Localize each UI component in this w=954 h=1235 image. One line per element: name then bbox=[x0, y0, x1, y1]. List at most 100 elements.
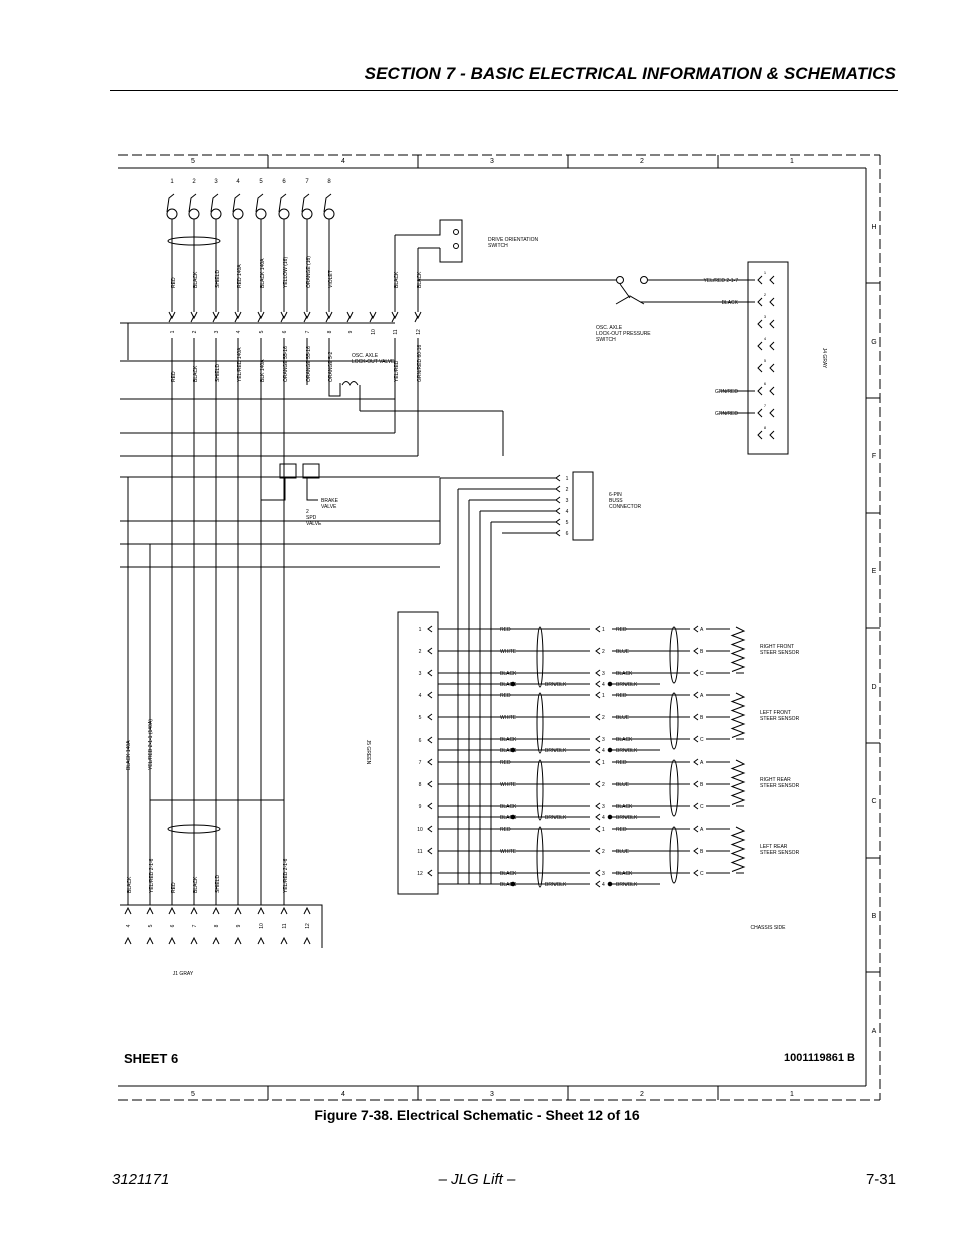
top-pin-number: 7 bbox=[305, 179, 309, 185]
connector-arrow bbox=[769, 297, 775, 307]
sensor-pin-letter: C bbox=[700, 671, 704, 677]
steer-sensor-symbol bbox=[730, 759, 746, 805]
connector-arrow bbox=[212, 936, 220, 945]
steer-sensor-symbol bbox=[730, 826, 746, 872]
drive-switch-body bbox=[395, 219, 463, 263]
junction-dot bbox=[510, 681, 516, 687]
connector-arrow bbox=[595, 880, 601, 888]
drive-switch-label: DRIVE ORIENTATION bbox=[488, 237, 538, 243]
j5-connector bbox=[397, 611, 439, 895]
top-wire-label: RED 140A bbox=[237, 264, 243, 288]
sensor-pin-number: 1 bbox=[602, 760, 605, 766]
connector-arrow bbox=[427, 669, 433, 677]
j4-pin-number: 8 bbox=[764, 425, 767, 430]
connector-arrow bbox=[769, 408, 775, 418]
buss-pin-number: 3 bbox=[566, 498, 569, 504]
mid-pin-number: 2 bbox=[192, 330, 198, 333]
j5-pin-number: 4 bbox=[419, 693, 422, 699]
j5-pin-number: 1 bbox=[419, 627, 422, 633]
switch-contact bbox=[453, 243, 459, 249]
brake-valve-label: VALVE bbox=[321, 504, 337, 510]
top-pin-number: 5 bbox=[259, 179, 263, 185]
sensor-wire-label: BRN/BLK bbox=[616, 815, 638, 821]
pin-lead bbox=[166, 193, 175, 213]
switch-symbol bbox=[615, 295, 645, 305]
zone-col-bottom: 3 bbox=[490, 1091, 494, 1098]
pin-lead bbox=[278, 193, 287, 213]
bottom-wire-label: YEL/RED 2-1-6 bbox=[149, 858, 155, 893]
bottom-pin-number: 8 bbox=[214, 924, 220, 927]
osc-switch-label: SWITCH bbox=[596, 337, 616, 343]
j5-pin-number: 3 bbox=[419, 671, 422, 677]
connector-arrow bbox=[595, 847, 601, 855]
connector-arrow bbox=[595, 825, 601, 833]
sensor-pin-letter: C bbox=[700, 804, 704, 810]
buss-label: 6-PIN bbox=[609, 492, 622, 498]
sensor-pin-letter: C bbox=[700, 871, 704, 877]
mid-wire-label: YEL/RED bbox=[394, 360, 400, 382]
steer-sensor-label: LEFT REAR bbox=[760, 844, 788, 850]
junction-dot bbox=[607, 814, 613, 820]
connector-arrow bbox=[190, 311, 198, 320]
pin-lead bbox=[232, 193, 241, 213]
top-wire-label: ORANGE (16) bbox=[306, 256, 312, 288]
j5-pin-number: 7 bbox=[419, 760, 422, 766]
header-rule bbox=[110, 90, 898, 91]
two-spd-valve-label: SPD bbox=[306, 515, 317, 521]
j4-wire-label: BLACK bbox=[722, 300, 739, 306]
sensor-pin-letter: B bbox=[700, 782, 704, 788]
shield-loop bbox=[536, 626, 544, 688]
connector-arrow bbox=[595, 691, 601, 699]
connector-arrow bbox=[427, 691, 433, 699]
sensor-pin-number: 3 bbox=[602, 737, 605, 743]
connector-arrow bbox=[555, 474, 561, 482]
top-wire-label: VIOLET bbox=[328, 270, 334, 288]
connector-arrow bbox=[769, 319, 775, 329]
drawing-number: 1001119861 B bbox=[784, 1052, 855, 1064]
connector-arrow bbox=[769, 275, 775, 285]
connector-arrow bbox=[168, 906, 176, 915]
connector-arrow bbox=[427, 869, 433, 877]
connector-arrow bbox=[280, 906, 288, 915]
connector-arrow bbox=[212, 906, 220, 915]
connector-arrow bbox=[234, 311, 242, 320]
buss-pin-number: 6 bbox=[566, 531, 569, 537]
brnblk-label: BRN/BLK bbox=[545, 815, 567, 821]
bottom-pin-number: 6 bbox=[170, 924, 176, 927]
zone-col-bottom: 4 bbox=[341, 1091, 345, 1098]
top-wire-label: BLACK bbox=[417, 271, 423, 288]
connector-arrow bbox=[693, 847, 699, 855]
sensor-pin-letter: A bbox=[700, 827, 704, 833]
j4-label: J4 GRAY bbox=[821, 348, 827, 369]
pin-terminal bbox=[188, 208, 200, 220]
steer-sensor-label: STEER SENSOR bbox=[760, 783, 800, 789]
connector-arrow bbox=[280, 936, 288, 945]
connector-arrow bbox=[693, 735, 699, 743]
bottom-connector-label: J1 GRAY bbox=[173, 971, 194, 977]
mid-wire-label: SHIELD bbox=[215, 364, 221, 382]
pin-lead bbox=[255, 193, 264, 213]
osc-valve-label: LOCK-OUT VALVE bbox=[352, 359, 395, 365]
connector-arrow bbox=[427, 647, 433, 655]
sensor-pin-number: 4 bbox=[602, 815, 605, 821]
connector-arrow bbox=[555, 507, 561, 515]
mid-pin-number: 5 bbox=[259, 330, 265, 333]
junction-dot bbox=[607, 747, 613, 753]
connector-arrow bbox=[769, 430, 775, 440]
connector-arrow bbox=[427, 625, 433, 633]
connector-arrow bbox=[693, 869, 699, 877]
sensor-wire-label: BLUE bbox=[616, 782, 630, 788]
connector-arrow bbox=[693, 825, 699, 833]
sensor-wire-label: BLACK bbox=[616, 804, 633, 810]
osc-switch-label: LOCK-OUT PRESSURE bbox=[596, 331, 651, 337]
doc-number: 3121171 bbox=[112, 1171, 170, 1188]
harness-wire-label: RED bbox=[500, 827, 511, 833]
sensor-pin-number: 2 bbox=[602, 782, 605, 788]
connector-arrow bbox=[595, 625, 601, 633]
top-pin-number: 4 bbox=[236, 179, 240, 185]
pin-terminal bbox=[278, 208, 290, 220]
connector-arrow bbox=[595, 746, 601, 754]
pin-terminal bbox=[255, 208, 267, 220]
shield-loop bbox=[669, 626, 679, 684]
